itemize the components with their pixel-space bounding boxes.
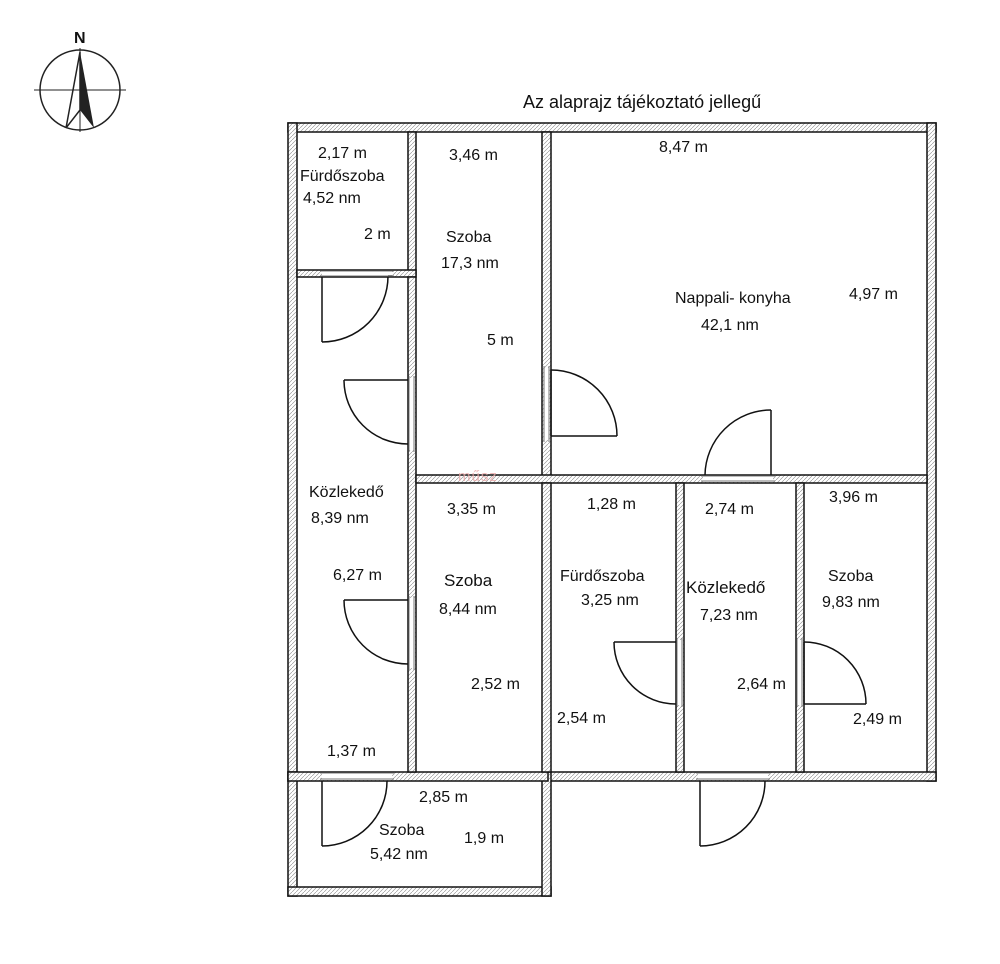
room-width: 2,17 m — [318, 145, 367, 162]
room-depth: 2,49 m — [853, 711, 902, 728]
room-area: 8,39 nm — [311, 510, 369, 527]
room-area: 5,42 nm — [370, 846, 428, 863]
room-width: 2,85 m — [419, 789, 468, 806]
room-name: Fürdőszoba — [300, 168, 385, 185]
room-width: 2,74 m — [705, 501, 754, 518]
room-width: 1,37 m — [327, 743, 376, 760]
door-gaps — [322, 271, 803, 780]
room-name: Szoba — [446, 229, 492, 246]
door-frames — [320, 270, 803, 780]
room-name: Közlekedő — [686, 578, 766, 597]
room-area: 7,23 nm — [700, 607, 758, 624]
room-area: 8,44 nm — [439, 601, 497, 618]
room-name: Szoba — [444, 571, 493, 590]
room-width: 3,96 m — [829, 489, 878, 506]
walls — [287, 122, 937, 897]
watermark: műsz — [458, 468, 498, 485]
room-area: 42,1 nm — [701, 317, 759, 334]
room-width: 3,35 m — [447, 501, 496, 518]
room-depth: 2,52 m — [471, 676, 520, 693]
room-area: 4,52 nm — [303, 190, 361, 207]
room-depth: 2,54 m — [557, 710, 606, 727]
room-width: 3,46 m — [449, 147, 498, 164]
compass-north-label: N — [74, 30, 86, 47]
room-depth: 4,97 m — [849, 286, 898, 303]
room-length: 6,27 m — [333, 567, 382, 584]
room-name: Szoba — [379, 822, 425, 839]
room-area: 9,83 nm — [822, 594, 880, 611]
room-depth: 5 m — [487, 332, 514, 349]
room-depth: 2 m — [364, 226, 391, 243]
room-name: Fürdőszoba — [560, 568, 645, 585]
room-area: 17,3 nm — [441, 255, 499, 272]
room-name: Közlekedő — [309, 484, 384, 501]
room-depth: 1,9 m — [464, 830, 505, 847]
room-width: 8,47 m — [659, 139, 708, 156]
room-name: Szoba — [828, 568, 874, 585]
plan-disclaimer: Az alaprajz tájékoztató jellegű — [523, 92, 762, 112]
room-width: 1,28 m — [587, 496, 636, 513]
room-area: 3,25 nm — [581, 592, 639, 609]
door-swings — [321, 275, 867, 847]
compass-icon — [34, 48, 126, 132]
room-depth: 2,64 m — [737, 676, 786, 693]
room-name: Nappali- konyha — [675, 290, 791, 307]
